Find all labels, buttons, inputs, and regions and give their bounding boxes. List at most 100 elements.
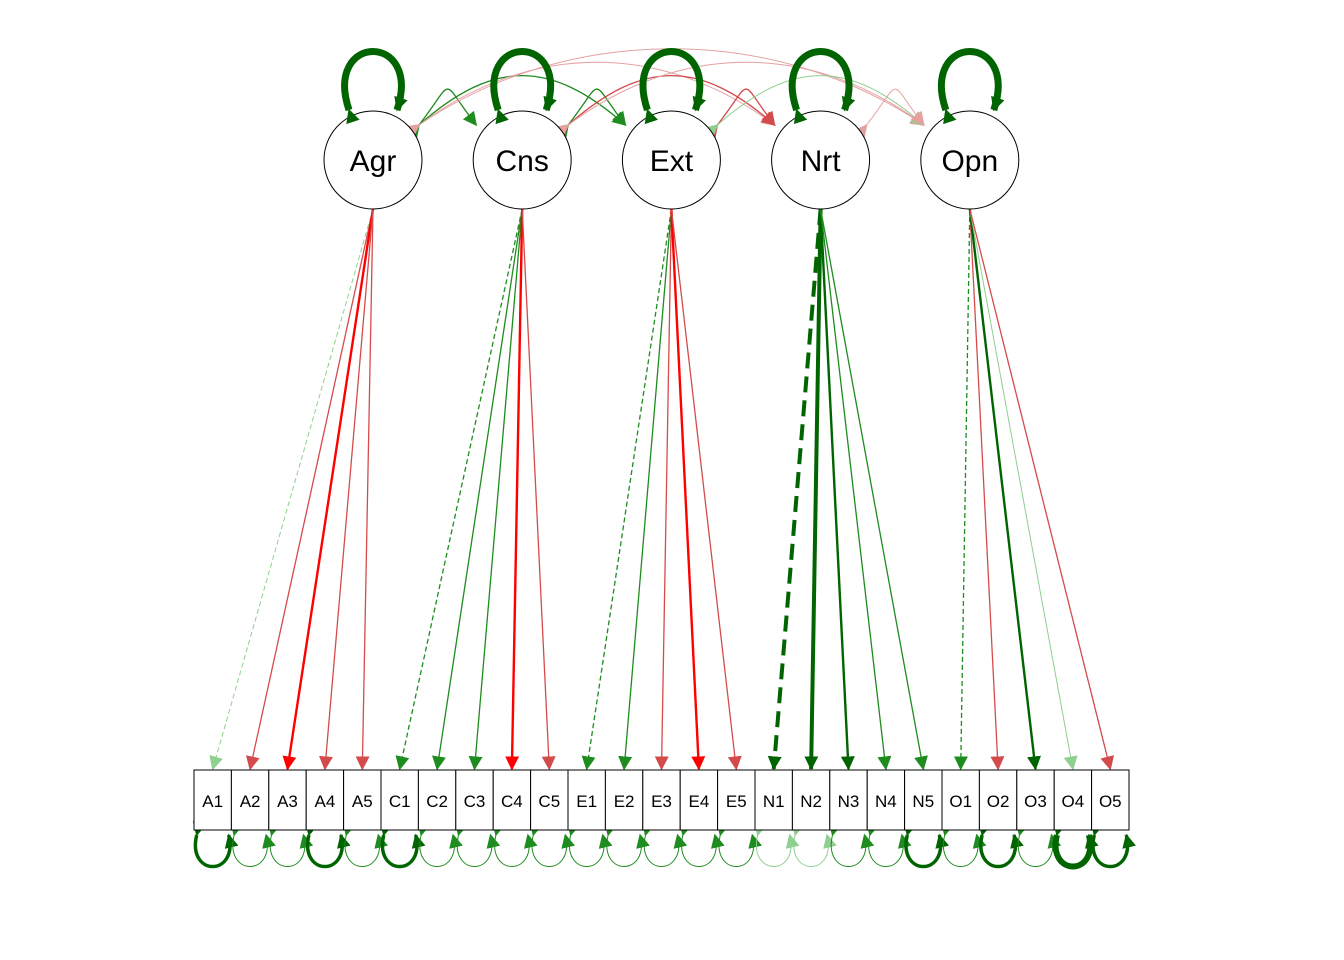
manifest-node-N3: N3 — [829, 769, 868, 831]
latent-label: Opn — [941, 145, 998, 178]
manifest-node-N5: N5 — [904, 769, 943, 831]
manifest-box — [305, 769, 345, 831]
manifest-box — [268, 769, 307, 831]
latent-label: Cns — [496, 145, 549, 178]
manifest-label: C3 — [464, 792, 486, 811]
residual-variance-E5 — [716, 821, 763, 867]
loading-Nrt-N1 — [767, 208, 823, 771]
residual-variance-C2 — [417, 821, 463, 867]
latent-variable-row: Agr Cns Ext Nrt Opn — [323, 110, 1020, 210]
manifest-label: A2 — [240, 792, 261, 811]
manifest-label: O2 — [987, 792, 1010, 811]
manifest-node-E4: E4 — [679, 769, 719, 831]
loading-Opn-O1 — [953, 208, 971, 771]
manifest-label: C1 — [389, 792, 411, 811]
latent-variance-Opn — [937, 48, 1005, 125]
manifest-box — [193, 769, 232, 831]
residual-variance-A1 — [192, 821, 239, 869]
manifest-box — [417, 769, 457, 831]
covariance-Agr-Nrt — [404, 61, 776, 139]
manifest-box — [567, 769, 606, 831]
loading-Ext-E5 — [670, 208, 742, 771]
manifest-box — [978, 769, 1018, 831]
latent-node-Nrt: Nrt — [771, 110, 871, 210]
manifest-label: O3 — [1024, 792, 1047, 811]
residual-variance-A4 — [304, 821, 351, 869]
manifest-label: E4 — [689, 792, 710, 811]
manifest-label: A5 — [352, 792, 373, 811]
covariance-Agr-Cns — [405, 88, 478, 140]
latent-variance-Agr — [341, 48, 408, 125]
manifest-node-A2: A2 — [230, 769, 270, 831]
manifest-box — [380, 769, 419, 831]
manifest-node-N1: N1 — [754, 769, 793, 831]
manifest-label: N4 — [875, 792, 897, 811]
manifest-label: O1 — [949, 792, 972, 811]
residual-variance-O1 — [940, 821, 987, 867]
latent-label: Ext — [650, 145, 694, 178]
manifest-box — [343, 769, 382, 831]
residual-variance-O3 — [1015, 821, 1062, 867]
manifest-node-E2: E2 — [604, 769, 644, 831]
manifest-node-C3: C3 — [455, 769, 494, 831]
covariance-Ext-Opn — [703, 75, 925, 139]
manifest-node-C5: C5 — [530, 769, 569, 831]
manifest-box — [1053, 769, 1093, 831]
loading-Agr-A4 — [319, 208, 374, 771]
manifest-label: N2 — [800, 792, 822, 811]
latent-covariance-layer — [404, 48, 925, 140]
manifest-node-C4: C4 — [492, 769, 532, 831]
latent-node-Agr: Agr — [323, 110, 423, 210]
manifest-label: N3 — [838, 792, 860, 811]
residual-variance-C1 — [379, 821, 426, 869]
residual-variance-N3 — [828, 821, 875, 867]
manifest-box — [230, 769, 270, 831]
loading-Agr-A1 — [209, 208, 374, 771]
residual-variance-O4 — [1052, 821, 1099, 870]
covariance-Ext-Nrt — [704, 88, 776, 140]
residual-variance-C5 — [529, 821, 576, 867]
residual-variance-A5 — [342, 821, 389, 867]
manifest-label: C5 — [538, 792, 560, 811]
manifest-node-O1: O1 — [941, 769, 980, 831]
manifest-node-O5: O5 — [1091, 769, 1130, 831]
factor-loading-layer — [209, 208, 1115, 771]
manifest-node-C2: C2 — [417, 769, 457, 831]
manifest-label: O5 — [1099, 792, 1122, 811]
manifest-label: E3 — [651, 792, 672, 811]
latent-variance-layer — [341, 48, 1005, 125]
residual-variance-E1 — [566, 821, 613, 867]
loading-Ext-E2 — [618, 208, 673, 771]
latent-label: Agr — [350, 145, 397, 178]
manifest-node-O4: O4 — [1053, 769, 1093, 831]
manifest-label: A4 — [315, 792, 336, 811]
manifest-label: N1 — [763, 792, 785, 811]
loading-Nrt-N5 — [819, 208, 928, 771]
manifest-label: E1 — [576, 792, 597, 811]
manifest-box — [941, 769, 980, 831]
manifest-node-A3: A3 — [268, 769, 307, 831]
manifest-node-O2: O2 — [978, 769, 1018, 831]
manifest-node-C1: C1 — [380, 769, 419, 831]
loading-Ext-E4 — [670, 208, 706, 771]
manifest-node-A5: A5 — [343, 769, 382, 831]
loading-Ext-E3 — [654, 208, 673, 771]
loading-Ext-E1 — [581, 208, 673, 771]
loading-Cns-C4 — [505, 208, 524, 771]
manifest-box — [754, 769, 793, 831]
latent-node-Cns: Cns — [472, 110, 572, 210]
loading-Nrt-N4 — [819, 208, 892, 771]
loading-Agr-A5 — [355, 208, 374, 771]
loading-Cns-C5 — [521, 208, 556, 771]
residual-variance-O2 — [978, 821, 1024, 869]
loading-Nrt-N2 — [804, 208, 823, 771]
manifest-node-N4: N4 — [866, 769, 906, 831]
manifest-box — [679, 769, 719, 831]
manifest-box — [642, 769, 681, 831]
residual-variance-E2 — [604, 821, 650, 867]
residual-variance-E4 — [678, 821, 725, 867]
loading-Cns-C1 — [395, 208, 523, 771]
loading-Nrt-N3 — [819, 208, 855, 771]
